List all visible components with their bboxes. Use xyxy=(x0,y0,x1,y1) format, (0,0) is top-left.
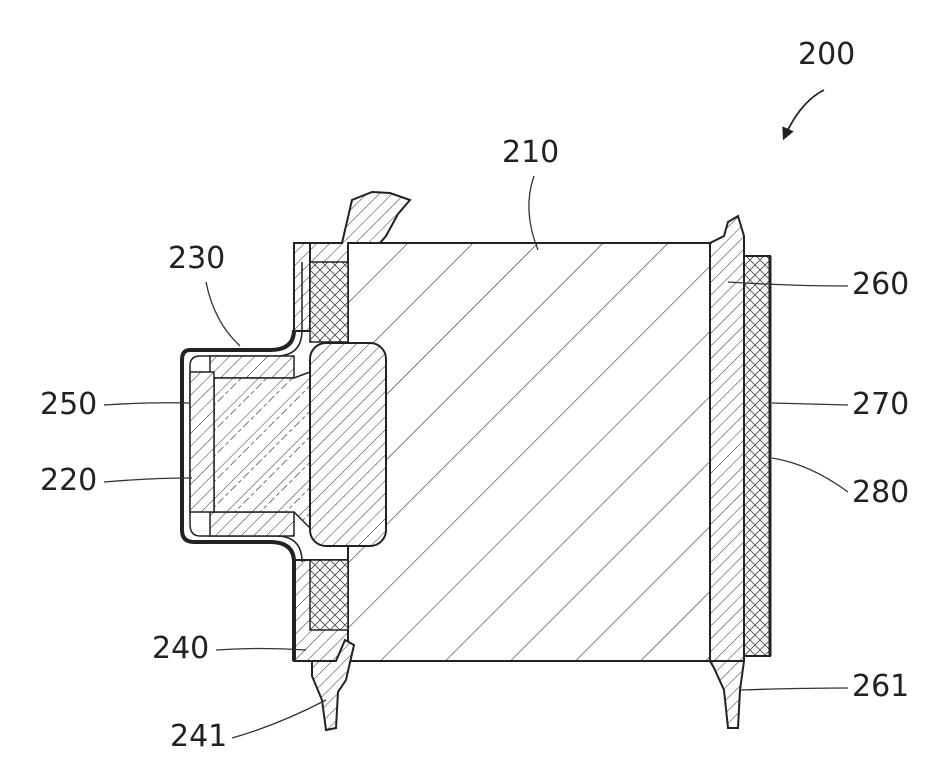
label-241: 241 xyxy=(170,722,227,752)
label-200: 200 xyxy=(798,40,855,70)
label-250: 250 xyxy=(40,390,97,420)
leader-261 xyxy=(740,688,848,690)
leader-240 xyxy=(216,649,306,651)
label-270: 270 xyxy=(852,390,909,420)
leader-220 xyxy=(104,478,192,482)
label-280: 280 xyxy=(852,478,909,508)
leader-280 xyxy=(772,458,848,492)
frame-240-spacer-lower xyxy=(310,560,348,630)
leader-250 xyxy=(104,403,190,405)
sleeve-230-bottom-flange xyxy=(210,512,294,536)
sleeve-230-top-flange xyxy=(210,356,294,378)
leader-270 xyxy=(772,403,848,405)
cap-250 xyxy=(190,372,214,512)
leader-200-arrow xyxy=(784,90,824,138)
label-210: 210 xyxy=(502,138,559,168)
body-210 xyxy=(348,243,710,661)
leader-230 xyxy=(206,282,240,346)
label-230: 230 xyxy=(168,244,225,274)
label-260: 260 xyxy=(852,270,909,300)
inner-core-220 xyxy=(214,372,310,528)
leader-241 xyxy=(232,700,326,738)
plate-tab-261 xyxy=(710,661,744,728)
plug-block xyxy=(310,343,386,546)
leader-210 xyxy=(529,176,538,250)
label-240: 240 xyxy=(152,634,209,664)
label-261: 261 xyxy=(852,672,909,702)
frame-240-spacer-upper xyxy=(310,262,348,342)
label-220: 220 xyxy=(40,466,97,496)
cover-270 xyxy=(744,256,770,656)
